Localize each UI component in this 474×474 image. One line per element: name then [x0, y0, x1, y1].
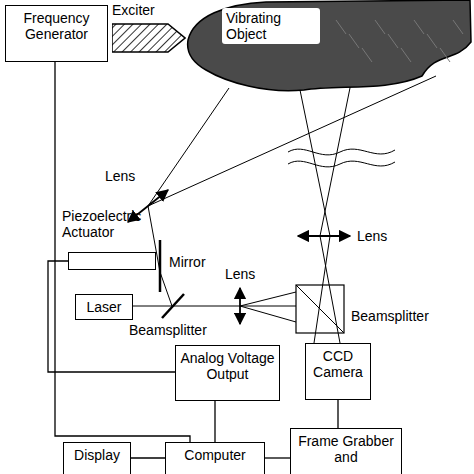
vibrating-object: Vibrating Object — [186, 0, 472, 92]
part-label: Beamsplitter — [350, 308, 430, 324]
piezo-actuator: Piezoelectric Actuator — [62, 208, 160, 272]
node-label: Analog Voltage Output — [179, 350, 276, 382]
exciter-body — [112, 24, 185, 52]
surface-texture — [388, 34, 398, 48]
node-label: Piezoelectric Actuator — [62, 208, 160, 240]
surface-texture — [362, 48, 372, 62]
surface-texture — [401, 48, 411, 62]
beamsplitter-cube — [296, 285, 344, 333]
surface-texture — [336, 20, 346, 34]
surface-texture — [349, 34, 359, 48]
actuator-body — [68, 252, 156, 270]
node-label: CCD Camera — [309, 348, 367, 380]
lens-symbol — [298, 235, 350, 237]
surface-texture — [453, 20, 463, 34]
part-label: Lens — [356, 228, 388, 244]
node-label: Display — [74, 447, 120, 463]
node-label: Laser — [86, 299, 121, 315]
surface-texture — [375, 20, 385, 34]
surface-texture — [440, 48, 450, 62]
generator-box: Frequency Generator — [5, 5, 108, 62]
node-label: Computer — [184, 447, 245, 463]
light-rays — [133, 76, 436, 343]
signal-wire — [214, 401, 215, 442]
display-box: Display — [63, 442, 131, 474]
part-label: Beamsplitter — [128, 322, 208, 338]
break-mark — [288, 161, 395, 167]
lens-symbol — [239, 288, 241, 324]
surface-texture — [414, 20, 424, 34]
node-label: Frequency Generator — [9, 10, 104, 42]
exciter-shape: Exciter — [112, 2, 186, 62]
object-outline — [188, 0, 471, 91]
laser-box: Laser — [75, 294, 133, 320]
frame-grabber-box: Frame Grabber and — [290, 428, 402, 474]
camera-box: CCD Camera — [305, 343, 371, 400]
node-label: Frame Grabber and — [294, 433, 398, 465]
part-label: Lens — [224, 266, 256, 282]
signal-wire — [55, 62, 190, 442]
output-box: Analog Voltage Output — [175, 345, 280, 401]
part-label: Mirror — [168, 254, 207, 270]
signal-wire — [337, 400, 338, 428]
beamsplitter-cube — [296, 285, 344, 333]
beamsplitter-plate — [162, 294, 184, 318]
signal-wire — [48, 261, 175, 372]
signal-wire — [131, 457, 165, 458]
surface-texture — [427, 34, 437, 48]
computer-box: Computer — [165, 442, 265, 474]
node-label: Vibrating Object — [222, 8, 320, 44]
mirror — [159, 240, 162, 292]
part-label: Lens — [104, 168, 136, 184]
node-label: Exciter — [112, 2, 155, 18]
signal-wire — [265, 457, 290, 458]
break-mark — [288, 149, 395, 155]
